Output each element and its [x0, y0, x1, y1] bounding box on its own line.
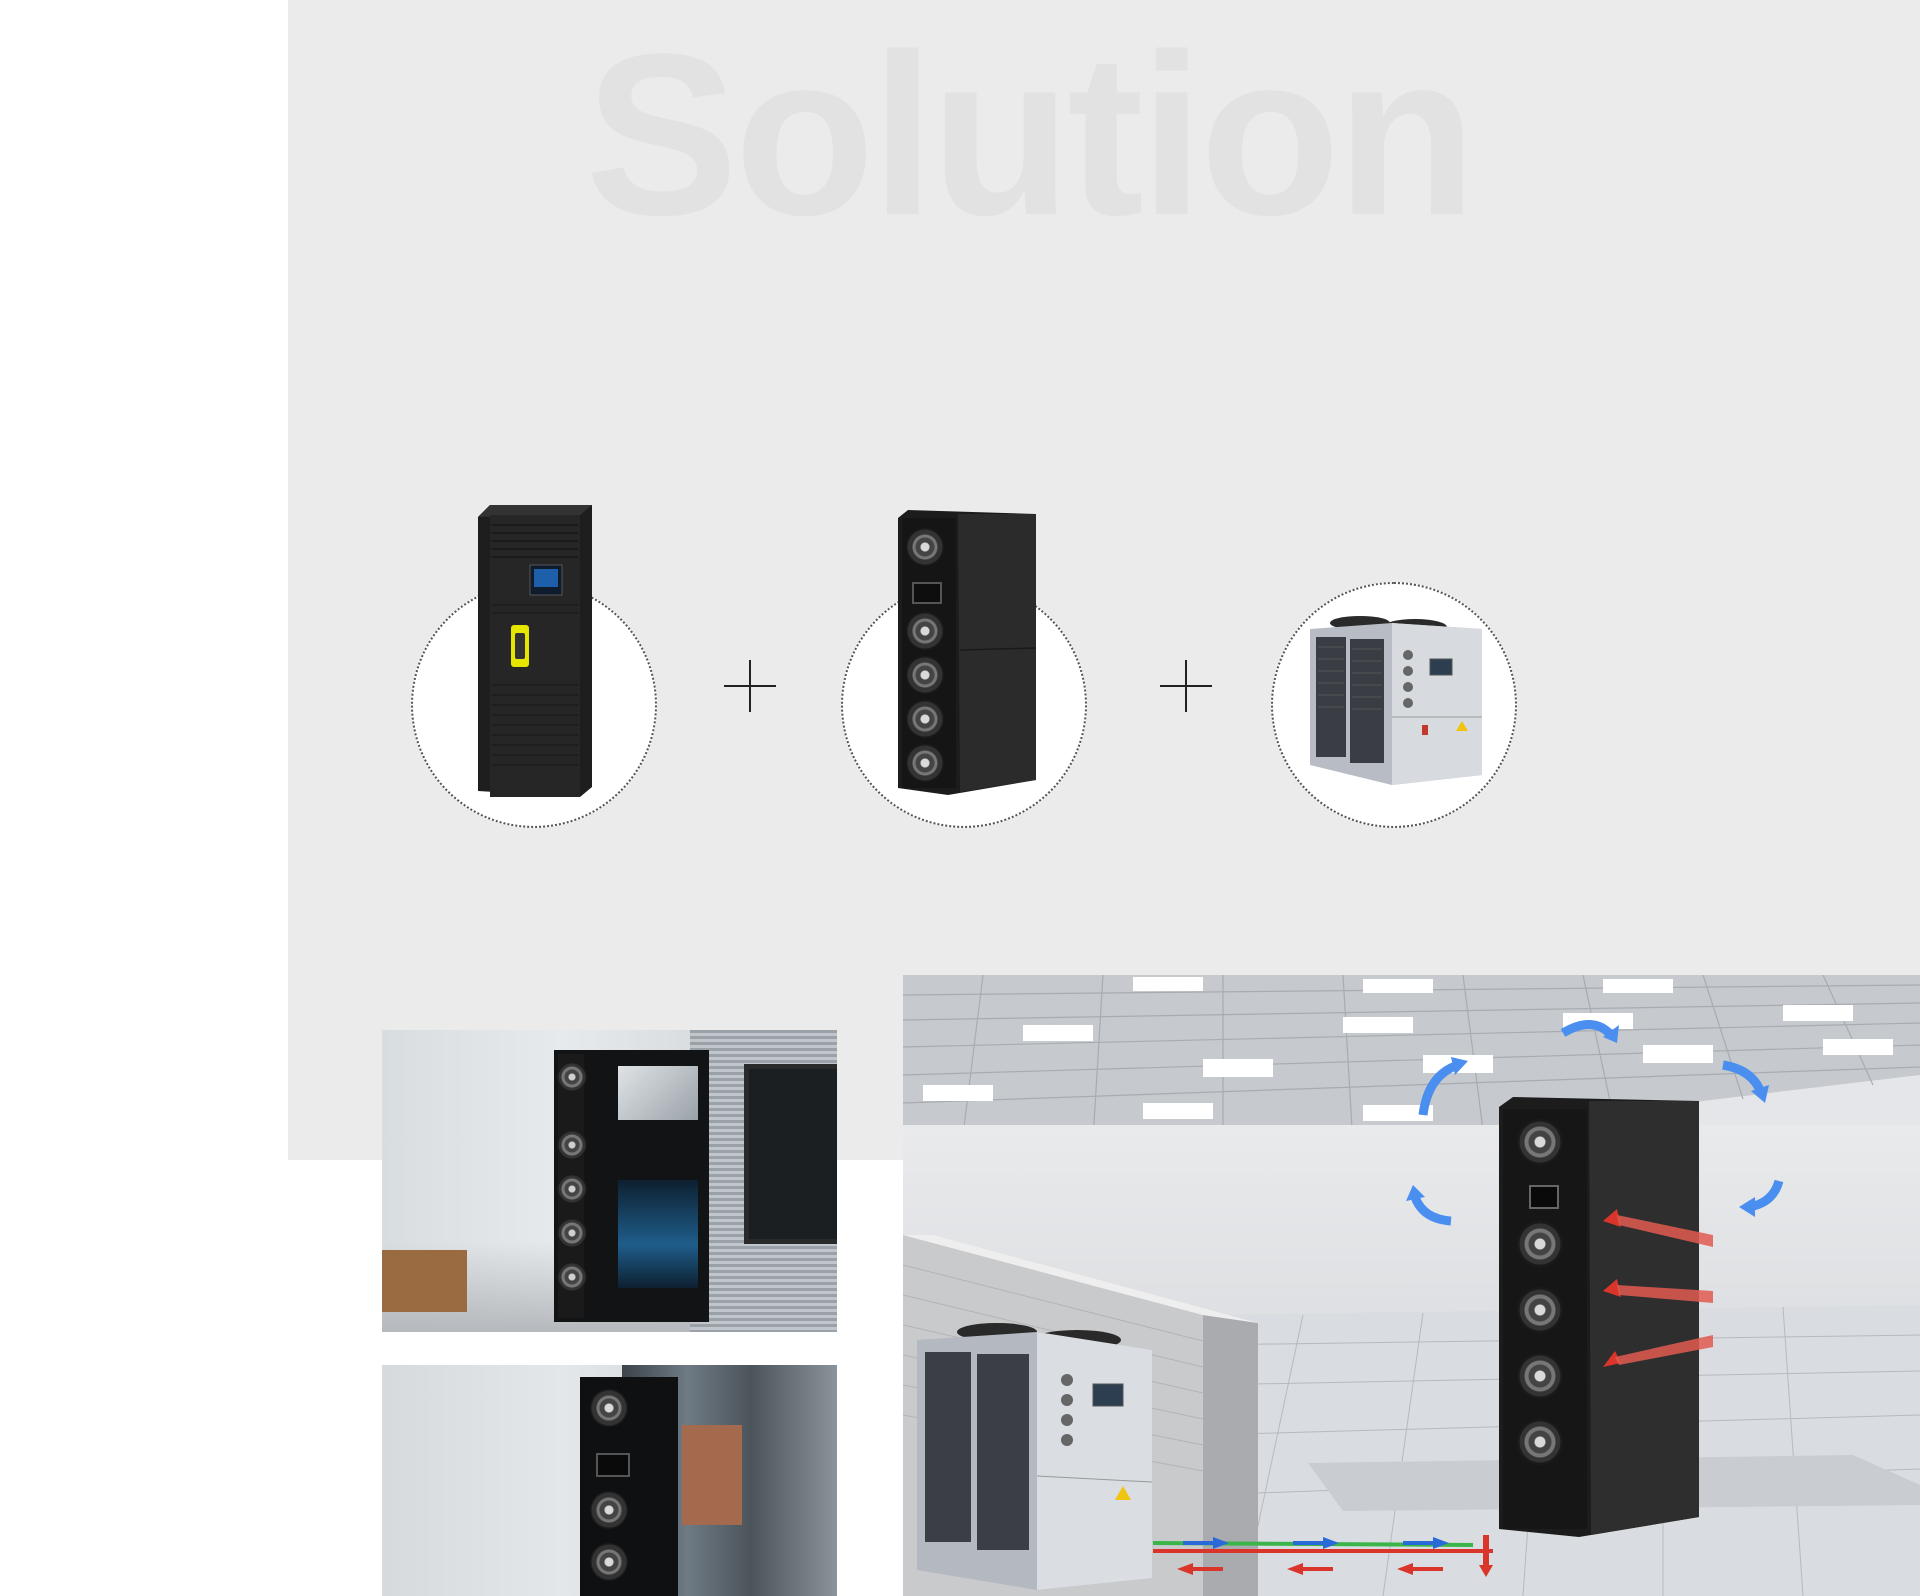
fan-icon [557, 1062, 587, 1092]
chiller-image [1310, 616, 1482, 785]
control-panel [596, 1453, 630, 1477]
fan-icon [590, 1543, 628, 1581]
office-installation-photo-1 [382, 1030, 837, 1332]
hot-air-arrows [1603, 1209, 1713, 1367]
plus-icon-2 [1160, 660, 1212, 712]
coolant-pipes [1153, 1535, 1493, 1577]
office-installation-photo-2 [382, 1365, 837, 1596]
fan-icon [906, 656, 944, 694]
fan-icon [557, 1130, 587, 1160]
airflow-scene-render [903, 975, 1920, 1596]
fan-icon [906, 612, 944, 650]
scene-chiller [917, 1323, 1153, 1590]
plus-icon-1 [724, 660, 776, 712]
fan-icon [590, 1491, 628, 1529]
fan-icon [557, 1262, 587, 1292]
solution-watermark: Solution [585, 6, 1477, 263]
fan-icon [557, 1174, 587, 1204]
fan-icon [1517, 1221, 1563, 1267]
fan-icon [1517, 1287, 1563, 1333]
fan-icon [557, 1218, 587, 1248]
fan-icon [1517, 1419, 1563, 1465]
fan-icon [1517, 1119, 1563, 1165]
fan-icon [1517, 1353, 1563, 1399]
cold-air-arrows [1406, 1020, 1784, 1226]
fan-icon [906, 700, 944, 738]
control-panel [912, 582, 942, 604]
fan-icon [906, 528, 944, 566]
control-panel [1529, 1185, 1559, 1209]
fan-icon [590, 1389, 628, 1427]
fan-icon [906, 744, 944, 782]
indoor-cabinet-image [478, 505, 592, 797]
